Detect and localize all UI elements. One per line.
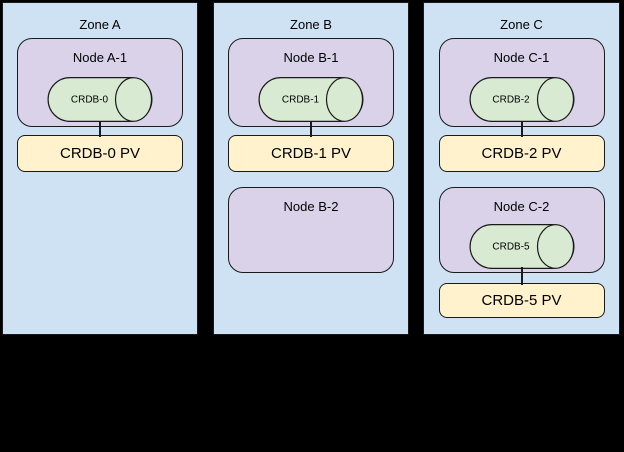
disk-label: CRDB-1 [281, 94, 320, 105]
node-label: Node C-1 [493, 50, 550, 65]
pv-box-crdb-2: CRDB-2 PV [438, 135, 605, 172]
connector-line [99, 121, 101, 137]
disk-label: CRDB-0 [70, 94, 109, 105]
zone-a: Zone A Node A-1 CRDB-0 CRDB-0 PV [2, 2, 198, 335]
zone-c: Zone C Node C-1 CRDB-2 CRDB-2 PV Node C-… [423, 2, 620, 335]
pv-label: CRDB-5 PV [481, 292, 562, 309]
pv-label: CRDB-1 PV [270, 145, 352, 162]
zone-label: Zone A [79, 17, 121, 32]
cylinder-icon [47, 77, 153, 122]
node-label: Node C-2 [493, 199, 550, 214]
cylinder-icon [258, 77, 364, 122]
disk-label: CRDB-2 [492, 94, 530, 105]
node-label: Node B-1 [283, 50, 339, 65]
connector-line [520, 121, 523, 137]
cylinder-icon [469, 77, 574, 122]
node-label: Node A-1 [72, 50, 128, 65]
pv-label: CRDB-0 PV [59, 145, 141, 162]
disk-crdb-5: CRDB-5 [469, 224, 574, 269]
zone-label: Zone C [500, 17, 543, 32]
connector-line [310, 121, 312, 137]
pv-box-crdb-0: CRDB-0 PV [17, 135, 183, 172]
pv-label: CRDB-2 PV [481, 145, 562, 162]
zone-label: Zone B [290, 17, 332, 32]
zone-b: Zone B Node B-1 CRDB-1 CRDB-1 PV Node B-… [213, 2, 409, 335]
pv-box-crdb-1: CRDB-1 PV [228, 135, 394, 172]
node-b-2: Node B-2 [228, 187, 394, 273]
pv-box-crdb-5: CRDB-5 PV [438, 283, 605, 318]
connector-line [520, 267, 523, 285]
disk-label: CRDB-5 [492, 241, 530, 252]
disk-crdb-2: CRDB-2 [469, 77, 574, 122]
node-label: Node B-2 [283, 199, 339, 214]
disk-crdb-0: CRDB-0 [47, 77, 153, 122]
disk-crdb-1: CRDB-1 [258, 77, 364, 122]
